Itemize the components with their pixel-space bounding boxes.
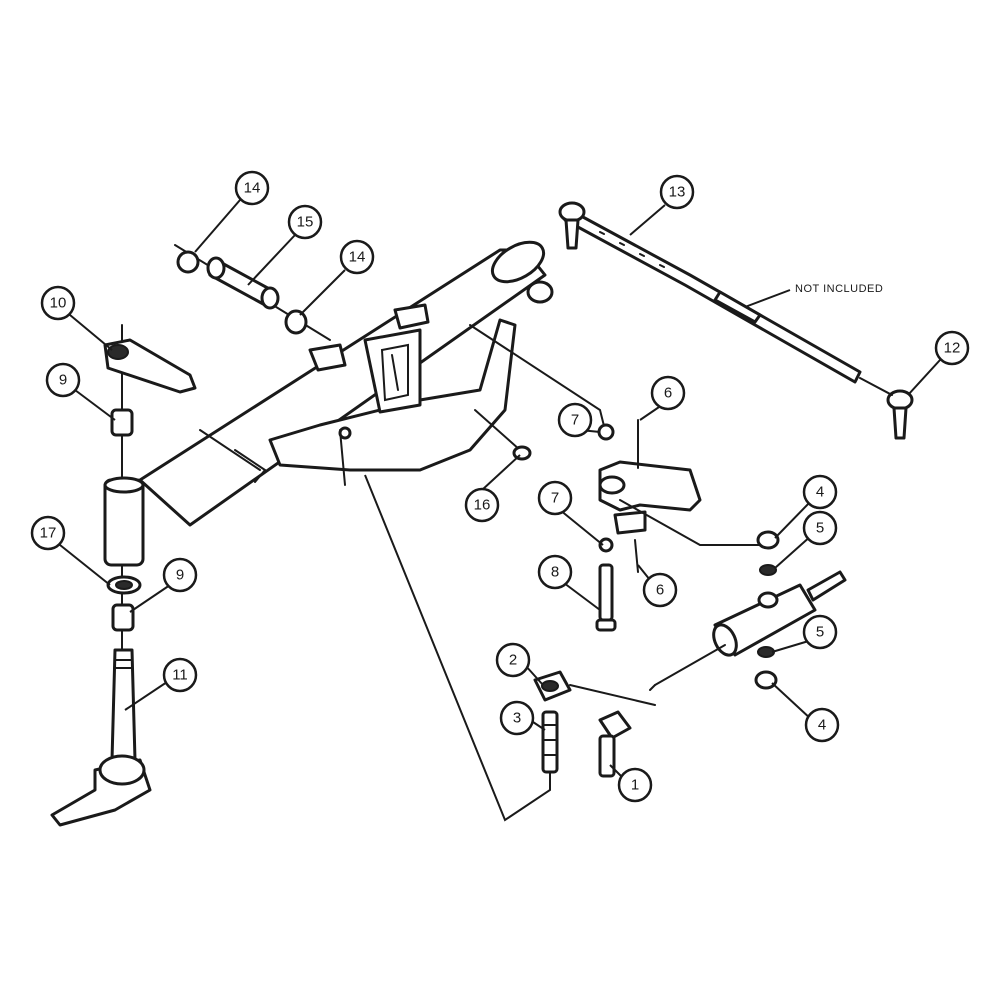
callout-4-lower: 4 [804, 707, 840, 743]
svg-text:3: 3 [513, 710, 521, 727]
svg-text:1: 1 [631, 777, 639, 794]
callout-1: 1 [617, 767, 653, 803]
callout-17: 17 [30, 515, 66, 551]
callout-13: 13 [659, 174, 695, 210]
left-spindle-assembly [50, 324, 197, 827]
svg-text:10: 10 [50, 295, 67, 312]
callout-6-upper: 6 [650, 375, 686, 411]
callout-11: 11 [162, 657, 198, 693]
center-cradle [268, 318, 532, 486]
svg-text:6: 6 [664, 385, 672, 402]
svg-text:14: 14 [349, 249, 366, 266]
callout-15: 15 [287, 204, 323, 240]
callout-2: 2 [495, 642, 531, 678]
svg-text:9: 9 [176, 567, 184, 584]
axle-beam [138, 240, 554, 527]
svg-text:14: 14 [244, 180, 261, 197]
not-included-label: NOT INCLUDED [795, 283, 883, 295]
callout-14-lower: 14 [339, 239, 375, 275]
svg-text:16: 16 [474, 497, 491, 514]
callout-14-upper: 14 [234, 170, 270, 206]
callout-8: 8 [537, 554, 573, 590]
callout-5-upper: 5 [802, 510, 838, 546]
svg-text:2: 2 [509, 652, 517, 669]
svg-text:4: 4 [816, 484, 824, 501]
svg-text:7: 7 [551, 490, 559, 507]
svg-text:11: 11 [172, 667, 188, 684]
callout-12: 12 [934, 330, 970, 366]
callout-6-lower: 6 [642, 572, 678, 608]
svg-text:8: 8 [551, 564, 559, 581]
svg-text:9: 9 [59, 372, 67, 389]
svg-text:5: 5 [816, 520, 824, 537]
tie-rod-assembly [558, 201, 914, 440]
svg-text:17: 17 [40, 525, 57, 542]
svg-text:7: 7 [571, 412, 579, 429]
svg-text:4: 4 [818, 717, 826, 734]
svg-text:15: 15 [297, 214, 314, 231]
callout-7-lower: 7 [537, 480, 573, 516]
lower-ball-joints [364, 474, 656, 822]
callout-5-lower: 5 [802, 614, 838, 650]
callout-9-lower: 9 [162, 557, 198, 593]
callouts: 14 15 14 13 12 10 9 17 [30, 170, 970, 803]
callout-9-upper: 9 [45, 362, 81, 398]
callout-16: 16 [464, 487, 500, 523]
callout-3: 3 [499, 700, 535, 736]
svg-text:6: 6 [656, 582, 664, 599]
callout-leaders [59, 199, 941, 781]
pivot-pin-assembly [174, 244, 331, 341]
callout-10: 10 [40, 285, 76, 321]
svg-text:13: 13 [669, 184, 686, 201]
callout-7-upper: 7 [557, 402, 593, 438]
not-included-note: NOT INCLUDED [744, 283, 883, 308]
callout-4-upper: 4 [802, 474, 838, 510]
svg-text:5: 5 [816, 624, 824, 641]
steering-cylinder [649, 530, 847, 691]
pitman-arm-assembly [469, 324, 761, 632]
svg-text:12: 12 [944, 340, 961, 357]
